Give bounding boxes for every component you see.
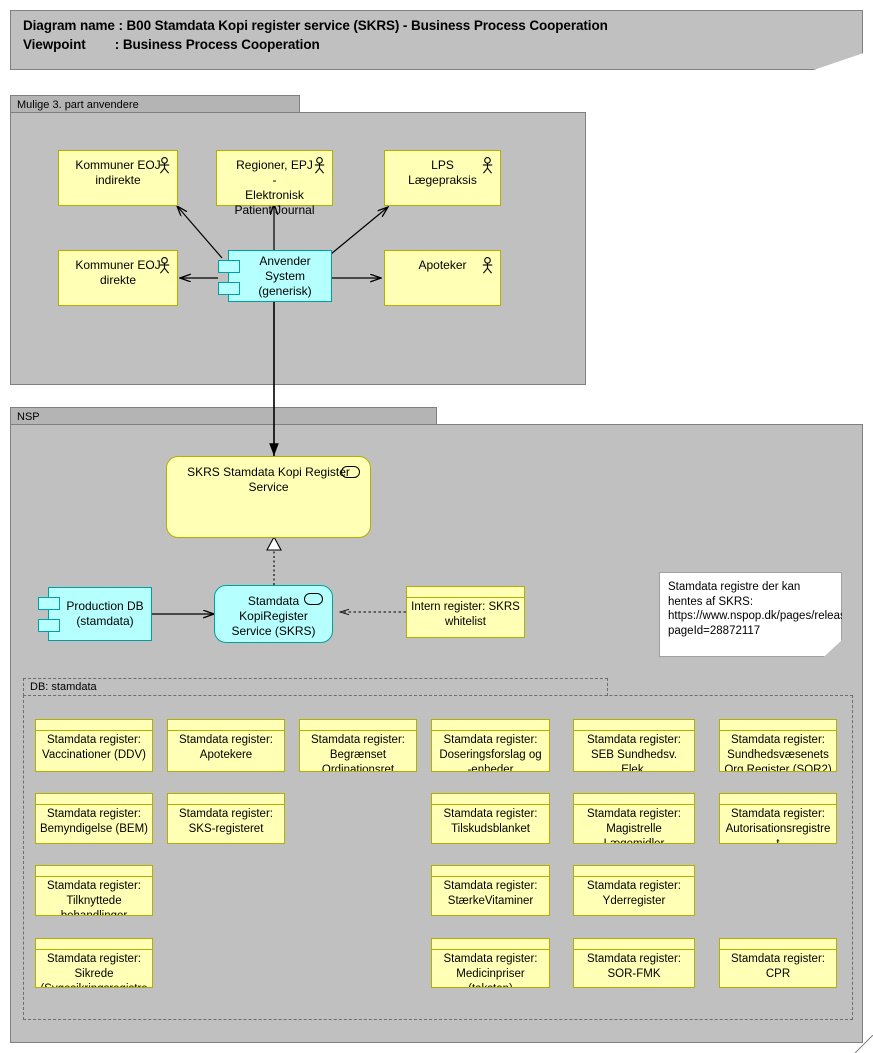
component-label: Production DB (stamdata) (66, 599, 144, 628)
register-label: Stamdata register: StærkeVitaminer (443, 880, 538, 907)
register-header-strip (432, 939, 549, 950)
component-label: Anvender System (generisk) (258, 253, 312, 298)
register-label: Intern register: SKRS whitelist (411, 601, 520, 628)
register-box[interactable]: Stamdata register: Tilskudsblanket (431, 793, 550, 844)
register-label: Stamdata register: Vaccinationer (DDV) (42, 734, 146, 761)
register-box[interactable]: Stamdata register: Bemyndigelse (BEM) (35, 793, 153, 844)
register-header-strip (300, 720, 416, 731)
register-header-strip (574, 794, 694, 805)
register-box[interactable]: Stamdata register: Doseringsforslag og -… (431, 719, 550, 772)
register-box[interactable]: Stamdata register: SKS-registeret (167, 793, 285, 844)
register-label: Stamdata register: Apotekere (179, 734, 273, 761)
register-label: Stamdata register: Tilskudsblanket (443, 808, 538, 835)
register-label: Stamdata register: Doseringsforslag og -… (439, 734, 542, 772)
actor-apoteker[interactable]: Apoteker (384, 250, 501, 306)
register-header-strip (432, 720, 549, 731)
actor-icon (314, 157, 325, 174)
component-tab-icon (38, 619, 60, 632)
actor-label: LPS Lægepraksis (408, 158, 477, 187)
register-label: Stamdata register: SEB Sundhedsv. Elek. … (587, 734, 681, 772)
register-header-strip (432, 866, 549, 877)
actor-kommuner-eoj-indirekte[interactable]: Kommuner EOJ indirekte (58, 150, 178, 206)
group-db-stamdata-label: DB: stamdata (23, 678, 608, 696)
group-third-party-users-label: Mulige 3. part anvendere (10, 95, 300, 113)
register-header-strip (720, 720, 836, 731)
actor-label: Kommuner EOJ direkte (75, 258, 161, 287)
register-label: Stamdata register: Autorisationsregistre… (725, 808, 831, 844)
group-db-stamdata-body (23, 695, 853, 1020)
actor-icon (159, 257, 170, 274)
rounded-oval-icon (341, 466, 360, 478)
register-box[interactable]: Stamdata register: SOR-FMK (573, 938, 695, 988)
note-stamdata-registre: Stamdata registre der kan hentes af SKRS… (659, 572, 842, 657)
actor-lps-laegepraksis[interactable]: LPS Lægepraksis (384, 150, 501, 206)
register-header-strip (36, 794, 152, 805)
group-db-stamdata: DB: stamdata (23, 678, 853, 1020)
register-box[interactable]: Stamdata register: StærkeVitaminer (431, 865, 550, 916)
rounded-oval-icon (304, 593, 323, 605)
register-label: Stamdata register: Yderregister (587, 880, 681, 907)
register-label: Stamdata register: Sundhedsvæsenets Org … (724, 734, 832, 772)
register-header-strip (574, 720, 694, 731)
register-box[interactable]: Stamdata register: Yderregister (573, 865, 695, 916)
register-header-strip (720, 794, 836, 805)
register-label: Stamdata register: Begrænset Ordinations… (311, 734, 405, 772)
service-skrs-stamdata-kopi-register[interactable]: SKRS Stamdata Kopi Register Service (166, 456, 371, 538)
register-label: Stamdata register: Sikrede (Sygesikrings… (40, 953, 147, 987)
diagram-title-banner: Diagram name : B00 Stamdata Kopi registe… (10, 10, 863, 70)
register-label: Stamdata register: Medicinpriser (takste… (443, 953, 538, 987)
actor-kommuner-eoj-direkte[interactable]: Kommuner EOJ direkte (58, 250, 178, 306)
register-box[interactable]: Stamdata register: Magistrelle Lægemidle… (573, 793, 695, 844)
register-header-strip (36, 939, 152, 950)
register-box[interactable]: Stamdata register: Begrænset Ordinations… (299, 719, 417, 772)
actor-label: Apoteker (418, 258, 467, 272)
register-label: Stamdata register: CPR (731, 953, 825, 980)
service-stamdata-kopiregister[interactable]: Stamdata KopiRegister Service (SKRS) (214, 585, 333, 643)
register-header-strip (36, 866, 152, 877)
actor-icon (159, 157, 170, 174)
actor-label: Kommuner EOJ indirekte (75, 158, 161, 187)
component-production-db[interactable]: Production DB (stamdata) (38, 587, 152, 641)
register-box[interactable]: Stamdata register: Autorisationsregistre… (719, 793, 837, 844)
group-nsp-label: NSP (10, 407, 437, 425)
register-intern-skrs-whitelist[interactable]: Intern register: SKRS whitelist (406, 586, 525, 638)
component-tab-icon (38, 597, 60, 610)
register-box[interactable]: Stamdata register: Medicinpriser (takste… (431, 938, 550, 988)
register-box[interactable]: Stamdata register: Sikrede (Sygesikrings… (35, 938, 153, 988)
register-box[interactable]: Stamdata register: Tilknyttede behandlin… (35, 865, 153, 916)
register-box[interactable]: Stamdata register: SEB Sundhedsv. Elek. … (573, 719, 695, 772)
service-label: Stamdata KopiRegister Service (SKRS) (231, 594, 316, 638)
actor-label: Regioner, EPJ - Elektronisk Patient Jour… (234, 158, 315, 217)
service-label: SKRS Stamdata Kopi Register Service (187, 465, 350, 494)
register-box[interactable]: Stamdata register: Sundhedsvæsenets Org … (719, 719, 837, 772)
register-label: Stamdata register: Magistrelle Lægemidle… (587, 808, 681, 844)
component-anvender-system[interactable]: Anvender System (generisk) (218, 250, 332, 302)
register-header-strip (574, 939, 694, 950)
actor-regioner-epj[interactable]: Regioner, EPJ - Elektronisk Patient Jour… (216, 150, 333, 217)
register-header-strip (168, 794, 284, 805)
register-header-strip (574, 866, 694, 877)
register-label: Stamdata register: Tilknyttede behandlin… (47, 880, 141, 916)
register-label: Stamdata register: SKS-registeret (179, 808, 273, 835)
register-header-strip (36, 720, 152, 731)
register-header-strip (432, 794, 549, 805)
register-box[interactable]: Stamdata register: Apotekere (167, 719, 285, 772)
register-label: Stamdata register: Bemyndigelse (BEM) (39, 808, 148, 835)
register-header-strip (168, 720, 284, 731)
viewpoint-line: Viewpoint : Business Process Cooperation (23, 37, 320, 52)
register-header-strip (720, 939, 836, 950)
register-header-strip (407, 587, 524, 598)
register-box[interactable]: Stamdata register: CPR (719, 938, 837, 988)
register-label: Stamdata register: SOR-FMK (587, 953, 681, 980)
diagram-name-line: Diagram name : B00 Stamdata Kopi registe… (23, 18, 608, 33)
component-tab-icon (218, 282, 240, 295)
register-box[interactable]: Stamdata register: Vaccinationer (DDV) (35, 719, 153, 772)
group-third-party-users: Mulige 3. part anvendere (10, 95, 586, 385)
component-tab-icon (218, 260, 240, 273)
actor-icon (482, 257, 493, 274)
actor-icon (482, 157, 493, 174)
